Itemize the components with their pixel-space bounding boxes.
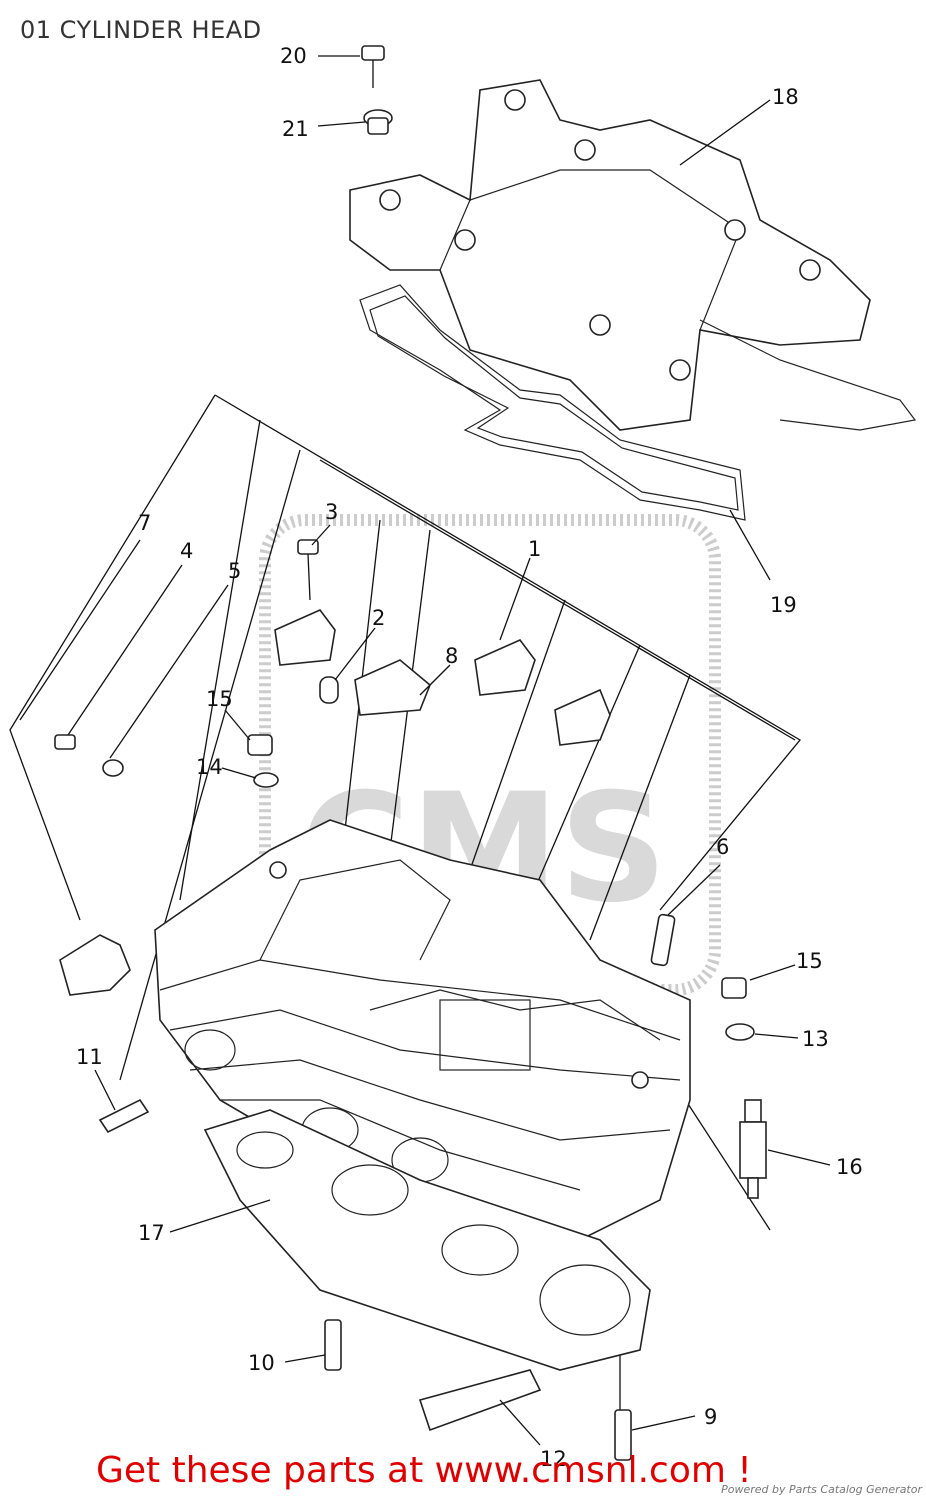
- dowel-pin[interactable]: [319, 676, 339, 704]
- callout-14: 14: [196, 755, 223, 779]
- cap-nut-left[interactable]: [247, 734, 273, 756]
- washer-left[interactable]: [253, 772, 279, 788]
- stud-9[interactable]: [614, 1409, 632, 1461]
- callout-13: 13: [802, 1027, 829, 1051]
- callout-5: 5: [228, 559, 241, 583]
- callout-9: 9: [704, 1405, 717, 1429]
- cover-bolt[interactable]: [361, 45, 385, 88]
- callout-10: 10: [248, 1351, 275, 1375]
- camshaft-holder-1[interactable]: [474, 639, 536, 696]
- callout-6: 6: [716, 835, 729, 859]
- oring[interactable]: [102, 759, 124, 777]
- washer-right[interactable]: [725, 1023, 755, 1041]
- stud-11[interactable]: [98, 1098, 150, 1134]
- callout-21: 21: [282, 117, 309, 141]
- stud-10[interactable]: [324, 1319, 342, 1371]
- page-title: 01 CYLINDER HEAD: [20, 16, 262, 44]
- callout-3: 3: [325, 500, 338, 524]
- callout-12: 12: [540, 1447, 567, 1471]
- callout-2: 2: [372, 606, 385, 630]
- cta-link[interactable]: Get these parts at www.cmsnl.com !: [96, 1450, 752, 1491]
- cap-nut-right[interactable]: [721, 977, 747, 999]
- leader-lines: [19, 55, 831, 1446]
- small-bolt[interactable]: [54, 734, 76, 750]
- guide-12[interactable]: [418, 1369, 542, 1432]
- callout-11: 11: [76, 1045, 103, 1069]
- callout-16: 16: [836, 1155, 863, 1179]
- camshaft-holder-2[interactable]: [354, 659, 431, 716]
- callout-15-left: 15: [206, 687, 233, 711]
- head-gasket[interactable]: [203, 1109, 651, 1371]
- pipe-6[interactable]: [650, 913, 676, 967]
- callout-20: 20: [280, 44, 307, 68]
- callout-labels: 20 21 18 19 7 4 5 3 1 2 8 15 14 6 15 13 …: [76, 44, 863, 1471]
- callout-7: 7: [138, 511, 151, 535]
- callout-15-right: 15: [796, 949, 823, 973]
- cover-washer[interactable]: [363, 109, 393, 135]
- credit-text: Powered by Parts Catalog Generator: [721, 1483, 922, 1496]
- callout-18: 18: [772, 85, 799, 109]
- left-holder[interactable]: [59, 934, 131, 996]
- callout-19: 19: [770, 593, 797, 617]
- cap-bolt[interactable]: [297, 539, 319, 601]
- callout-17: 17: [138, 1221, 165, 1245]
- camshaft-holder-3[interactable]: [274, 609, 336, 666]
- callout-1: 1: [528, 537, 541, 561]
- spark-plug[interactable]: [739, 1099, 767, 1199]
- cylinder-head-cover[interactable]: [349, 79, 871, 431]
- head-cover-gasket[interactable]: [359, 284, 917, 521]
- callout-8: 8: [445, 644, 458, 668]
- callout-4: 4: [180, 539, 193, 563]
- camshaft-holder-4[interactable]: [554, 688, 611, 746]
